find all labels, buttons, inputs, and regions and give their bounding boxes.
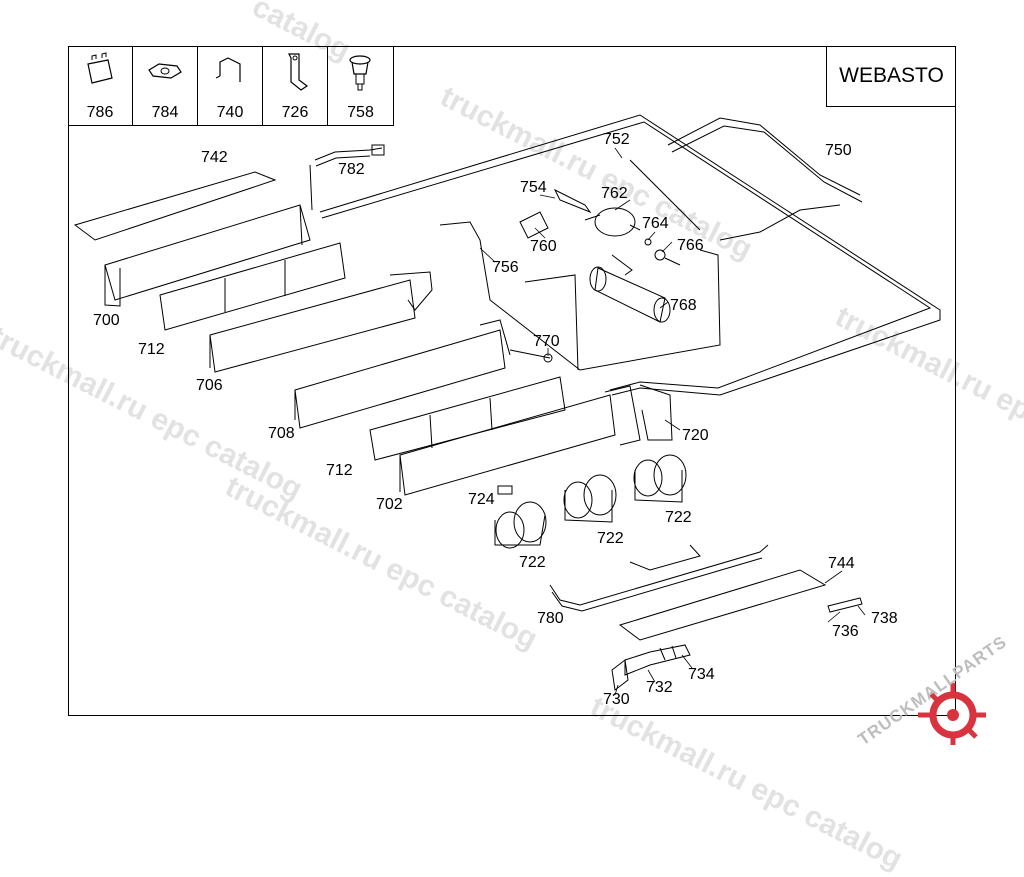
callout-724[interactable]: 724 <box>468 491 495 508</box>
icon-cell-740[interactable]: 740 <box>198 46 263 126</box>
mounting-bracket-icon <box>288 53 309 91</box>
callout-766[interactable]: 766 <box>677 237 704 254</box>
part-icon-strip: 786 784 740 726 758 <box>68 46 394 126</box>
icon-cell-726[interactable]: 726 <box>263 46 328 126</box>
icon-cell-786[interactable]: 786 <box>68 46 133 126</box>
callout-712-upper[interactable]: 712 <box>138 341 165 358</box>
truckmallparts-logo: TRUCKMALLPARTS <box>855 632 1024 750</box>
callout-756[interactable]: 756 <box>492 259 519 276</box>
callout-750[interactable]: 750 <box>825 142 852 159</box>
icon-cell-758[interactable]: 758 <box>328 46 393 126</box>
icon-label-784: 784 <box>151 104 179 121</box>
diagram-frame <box>68 46 956 716</box>
parts-exploded-diagram <box>73 114 941 696</box>
heater-block-icon <box>87 52 113 84</box>
callout-762[interactable]: 762 <box>601 185 628 202</box>
callout-700[interactable]: 700 <box>93 312 120 329</box>
bracket-clip-icon <box>148 63 182 79</box>
valve-fitting-icon <box>349 55 371 91</box>
callout-706[interactable]: 706 <box>196 377 223 394</box>
gear-logo-icon <box>918 683 986 745</box>
callout-708[interactable]: 708 <box>268 425 295 442</box>
callout-732[interactable]: 732 <box>646 679 673 696</box>
callout-720[interactable]: 720 <box>682 427 709 444</box>
icon-label-726: 726 <box>281 104 309 121</box>
callout-770[interactable]: 770 <box>533 333 560 350</box>
callout-764[interactable]: 764 <box>642 215 669 232</box>
callout-730[interactable]: 730 <box>603 691 630 708</box>
callout-782[interactable]: 782 <box>338 161 365 178</box>
icon-label-786: 786 <box>86 104 114 121</box>
callout-702[interactable]: 702 <box>376 496 403 513</box>
callout-736[interactable]: 736 <box>832 623 859 640</box>
callout-712-lower[interactable]: 712 <box>326 462 353 479</box>
callout-768[interactable]: 768 <box>670 297 697 314</box>
callout-722-right[interactable]: 722 <box>665 509 692 526</box>
callout-754[interactable]: 754 <box>520 179 547 196</box>
callout-734[interactable]: 734 <box>688 666 715 683</box>
callout-738[interactable]: 738 <box>871 610 898 627</box>
callout-760[interactable]: 760 <box>530 238 557 255</box>
callout-780[interactable]: 780 <box>537 610 564 627</box>
callout-722-left[interactable]: 722 <box>519 554 546 571</box>
icon-label-740: 740 <box>216 104 244 121</box>
callout-752[interactable]: 752 <box>603 131 630 148</box>
callout-744[interactable]: 744 <box>828 555 855 572</box>
callout-722-middle[interactable]: 722 <box>597 530 624 547</box>
brand-label-box: WEBASTO <box>826 46 956 107</box>
callout-742[interactable]: 742 <box>201 149 228 166</box>
brand-title: WEBASTO <box>839 64 944 87</box>
hook-bracket-icon <box>215 57 241 82</box>
icon-cell-784[interactable]: 784 <box>133 46 198 126</box>
icon-label-758: 758 <box>347 104 374 121</box>
